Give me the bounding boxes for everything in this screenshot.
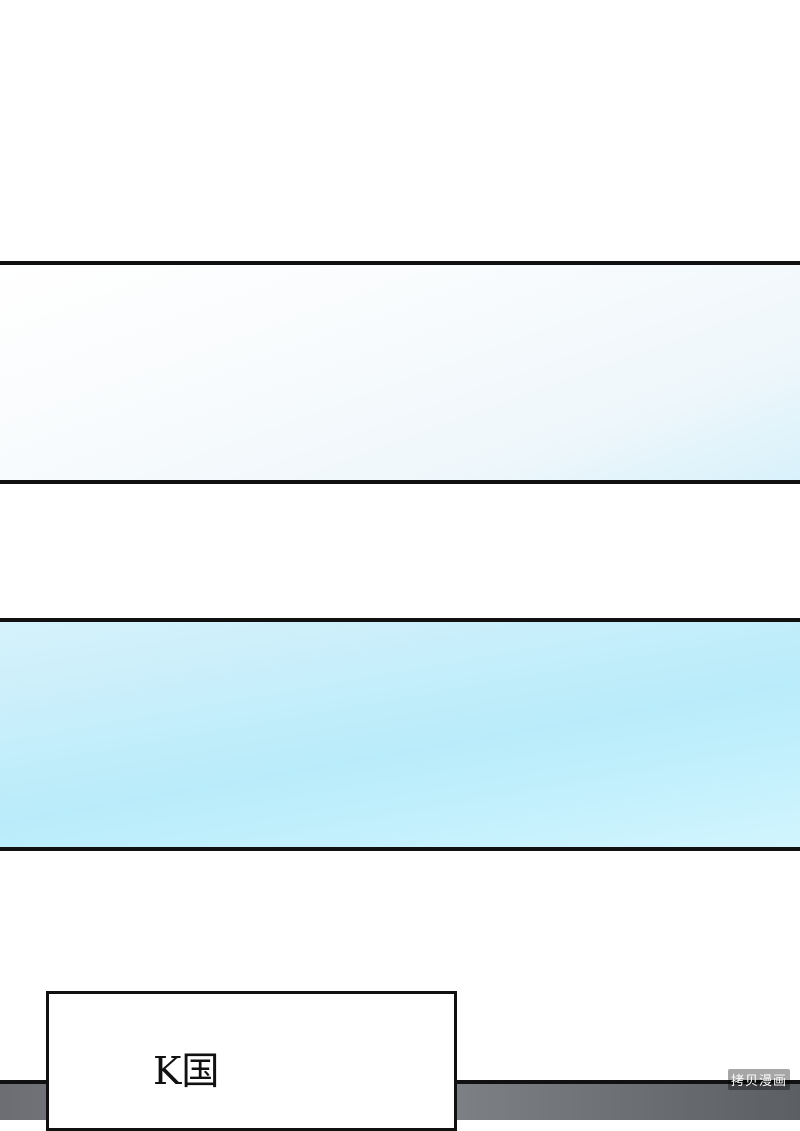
watermark: 拷贝漫画 — [727, 1069, 790, 1090]
comic-panel-sky-blue — [0, 618, 800, 851]
caption-text: K国 — [153, 1049, 220, 1093]
comic-panel-sky-light — [0, 261, 800, 484]
caption-box: K国 — [46, 991, 457, 1131]
